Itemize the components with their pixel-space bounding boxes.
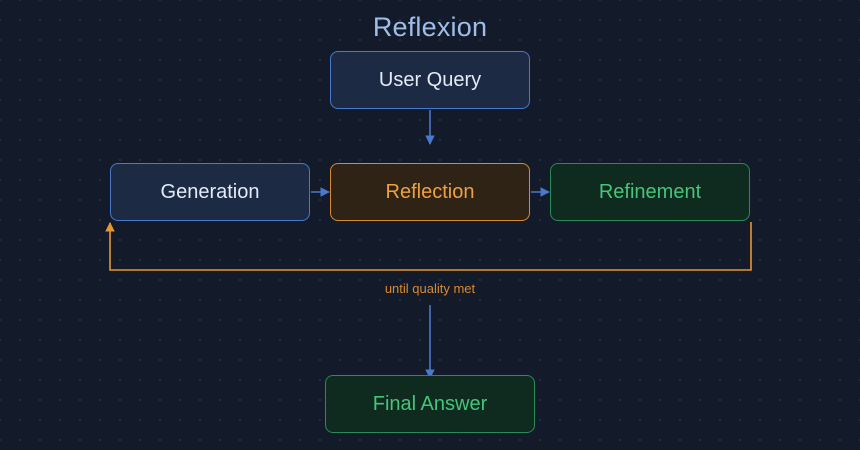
diagram-title: Reflexion <box>372 12 488 42</box>
node-final-answer-label: Final Answer <box>372 392 488 415</box>
node-refinement-label: Refinement <box>598 180 702 203</box>
node-reflection: Reflection <box>330 163 530 221</box>
edge-refinement-loop-to-generation <box>105 222 752 271</box>
node-generation: Generation <box>110 163 310 221</box>
node-reflection-label: Reflection <box>385 180 475 203</box>
node-user-query-label: User Query <box>378 68 482 91</box>
loop-condition-label: until quality met <box>384 281 476 296</box>
node-final-answer: Final Answer <box>325 375 535 433</box>
node-user-query: User Query <box>330 51 530 109</box>
node-generation-label: Generation <box>160 180 260 203</box>
node-refinement: Refinement <box>550 163 750 221</box>
